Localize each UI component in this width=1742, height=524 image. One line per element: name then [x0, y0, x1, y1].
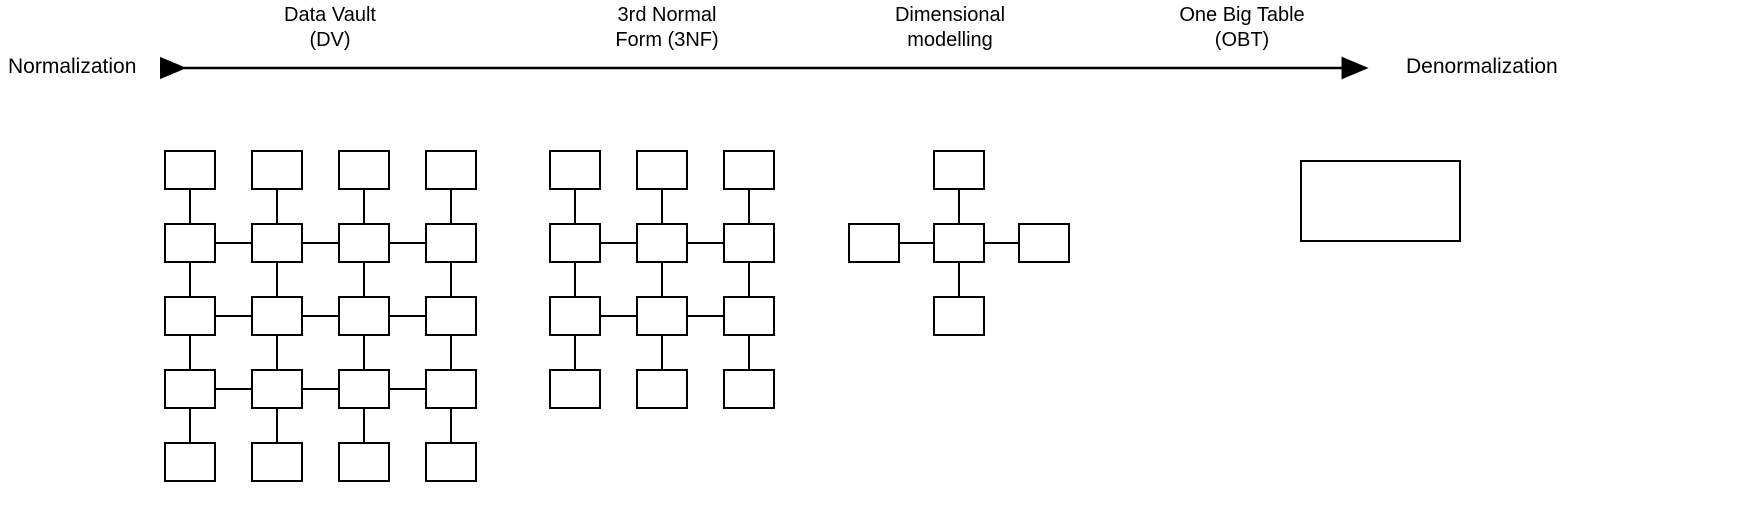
- table-box: [636, 369, 688, 409]
- table-connector-horizontal: [216, 388, 251, 390]
- table-connector-vertical: [276, 263, 278, 296]
- table-connector-vertical: [363, 336, 365, 369]
- table-connector-horizontal: [216, 242, 251, 244]
- table-connector-vertical: [276, 190, 278, 223]
- table-connector-vertical: [189, 409, 191, 442]
- table-box: [425, 442, 477, 482]
- table-connector-vertical: [748, 336, 750, 369]
- table-connector-vertical: [363, 409, 365, 442]
- table-box: [425, 150, 477, 190]
- table-connector-vertical: [574, 190, 576, 223]
- table-box: [251, 296, 303, 336]
- table-box: [636, 223, 688, 263]
- table-connector-vertical: [574, 263, 576, 296]
- table-connector-vertical: [661, 336, 663, 369]
- table-box: [251, 442, 303, 482]
- spectrum-double-arrow-icon: [160, 56, 1369, 80]
- table-connector-vertical: [661, 263, 663, 296]
- category-header-3nf: 3rd Normal Form (3NF): [615, 4, 719, 51]
- table-box: [723, 150, 775, 190]
- table-box: [251, 223, 303, 263]
- data-vault-schema: [150, 130, 510, 524]
- table-connector-vertical: [450, 409, 452, 442]
- table-connector-horizontal: [303, 388, 338, 390]
- third-normal-form-schema: [535, 130, 805, 452]
- table-box: [723, 369, 775, 409]
- table-box: [549, 369, 601, 409]
- axis-label-denormalization: Denormalization: [1406, 55, 1558, 78]
- table-box: [338, 150, 390, 190]
- table-connector-horizontal: [900, 242, 933, 244]
- table-box: [425, 296, 477, 336]
- table-connector-vertical: [958, 190, 960, 223]
- table-connector-vertical: [363, 190, 365, 223]
- dimensional-modelling-schema: [825, 130, 1085, 340]
- table-connector-horizontal: [688, 315, 723, 317]
- table-connector-vertical: [748, 263, 750, 296]
- dimension-table-box-left: [848, 223, 900, 263]
- table-box: [549, 150, 601, 190]
- one-big-table-schema: [1290, 130, 1480, 260]
- table-box: [164, 369, 216, 409]
- table-connector-horizontal: [390, 388, 425, 390]
- obt-table-box: [1300, 160, 1461, 242]
- table-connector-vertical: [450, 190, 452, 223]
- table-connector-horizontal: [688, 242, 723, 244]
- table-box: [338, 223, 390, 263]
- table-box: [636, 150, 688, 190]
- table-connector-horizontal: [216, 315, 251, 317]
- table-connector-horizontal: [390, 242, 425, 244]
- table-connector-vertical: [748, 190, 750, 223]
- category-header-data-vault: Data Vault (DV): [284, 4, 376, 51]
- table-box: [338, 296, 390, 336]
- category-header-dimensional-modelling: Dimensional modelling: [894, 4, 1006, 51]
- table-connector-vertical: [574, 336, 576, 369]
- table-box: [425, 369, 477, 409]
- table-connector-horizontal: [390, 315, 425, 317]
- fact-table-box: [933, 223, 985, 263]
- table-box: [164, 442, 216, 482]
- table-box: [636, 296, 688, 336]
- table-connector-vertical: [450, 263, 452, 296]
- table-box: [549, 296, 601, 336]
- table-box: [164, 296, 216, 336]
- table-connector-vertical: [276, 409, 278, 442]
- table-box: [164, 150, 216, 190]
- table-connector-vertical: [363, 263, 365, 296]
- table-box: [251, 150, 303, 190]
- category-header-one-big-table: One Big Table (OBT): [1179, 4, 1305, 51]
- table-box: [164, 223, 216, 263]
- table-connector-vertical: [189, 263, 191, 296]
- axis-label-normalization: Normalization: [8, 55, 137, 78]
- table-connector-horizontal: [601, 315, 636, 317]
- dimension-table-box-top: [933, 150, 985, 190]
- table-connector-vertical: [661, 190, 663, 223]
- table-connector-vertical: [189, 190, 191, 223]
- table-connector-horizontal: [601, 242, 636, 244]
- table-connector-vertical: [276, 336, 278, 369]
- table-connector-vertical: [958, 263, 960, 296]
- table-box: [723, 296, 775, 336]
- table-box: [338, 369, 390, 409]
- table-connector-horizontal: [303, 315, 338, 317]
- table-box: [251, 369, 303, 409]
- table-connector-vertical: [189, 336, 191, 369]
- table-box: [338, 442, 390, 482]
- dimension-table-box-bottom: [933, 296, 985, 336]
- table-box: [549, 223, 601, 263]
- table-box: [723, 223, 775, 263]
- table-box: [425, 223, 477, 263]
- table-connector-horizontal: [985, 242, 1018, 244]
- dimension-table-box-right: [1018, 223, 1070, 263]
- table-connector-horizontal: [303, 242, 338, 244]
- table-connector-vertical: [450, 336, 452, 369]
